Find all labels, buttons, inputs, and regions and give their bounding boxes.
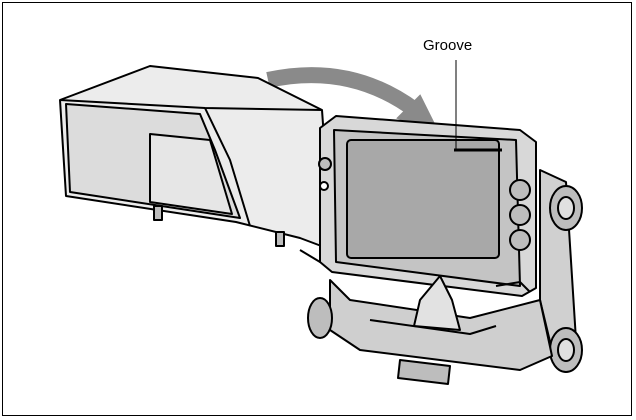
hood xyxy=(59,65,333,251)
monitor-screen xyxy=(346,139,500,259)
mount-base xyxy=(307,275,553,385)
groove-callout-label: Groove xyxy=(423,37,473,54)
monitor-body xyxy=(299,115,537,297)
mount-arm xyxy=(539,169,583,373)
